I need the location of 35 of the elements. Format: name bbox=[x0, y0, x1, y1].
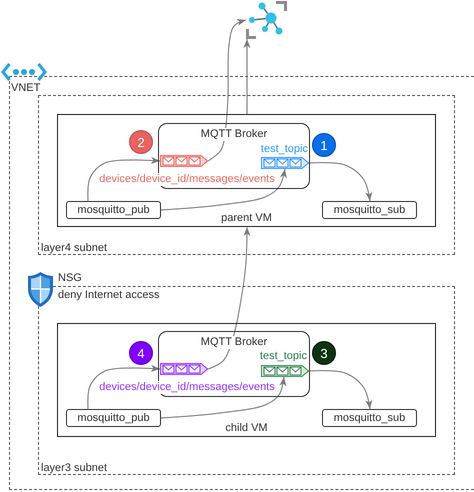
arrow bbox=[87, 156, 160, 202]
group-label: layer3 subnet bbox=[41, 462, 108, 474]
vm-label: child VM bbox=[225, 422, 268, 435]
arrow bbox=[244, 38, 250, 114]
arrow bbox=[87, 364, 160, 410]
arrow bbox=[308, 162, 372, 202]
nsg-label: NSG bbox=[58, 272, 82, 285]
group-label: VNET bbox=[11, 82, 40, 94]
client-box: mosquitto_sub bbox=[322, 409, 417, 427]
arrow bbox=[160, 376, 286, 418]
note-text: deny Internet access bbox=[58, 289, 160, 302]
step-number-badge: 1 bbox=[312, 133, 336, 157]
topic-label: test_topic bbox=[260, 143, 308, 156]
envelope-queue-icon bbox=[261, 365, 309, 377]
broker-title: MQTT Broker bbox=[198, 128, 270, 141]
arrow bbox=[308, 370, 372, 410]
step-number-badge: 4 bbox=[129, 341, 153, 365]
group-label: layer4 subnet bbox=[41, 242, 108, 254]
arrow bbox=[208, 19, 246, 162]
client-box: mosquitto_sub bbox=[322, 201, 417, 219]
step-number-badge: 2 bbox=[129, 130, 153, 154]
topic-label: test_topic bbox=[260, 350, 307, 363]
envelope-queue-icon bbox=[160, 363, 208, 375]
envelope-queue-icon bbox=[261, 157, 309, 169]
broker-title: MQTT Broker bbox=[198, 336, 270, 349]
topic-label: devices/device_id/messages/events bbox=[99, 381, 275, 394]
envelope-queue-icon bbox=[160, 155, 208, 167]
client-box: mosquitto_pub bbox=[66, 409, 161, 427]
topic-label: devices/device_id/messages/events bbox=[99, 173, 275, 186]
arrow bbox=[208, 226, 250, 370]
step-number-badge: 3 bbox=[312, 341, 336, 365]
connected-dots-icon bbox=[246, 1, 287, 39]
client-box: mosquitto_pub bbox=[66, 201, 161, 219]
vm-label: parent VM bbox=[221, 212, 272, 225]
arrow bbox=[160, 168, 287, 210]
